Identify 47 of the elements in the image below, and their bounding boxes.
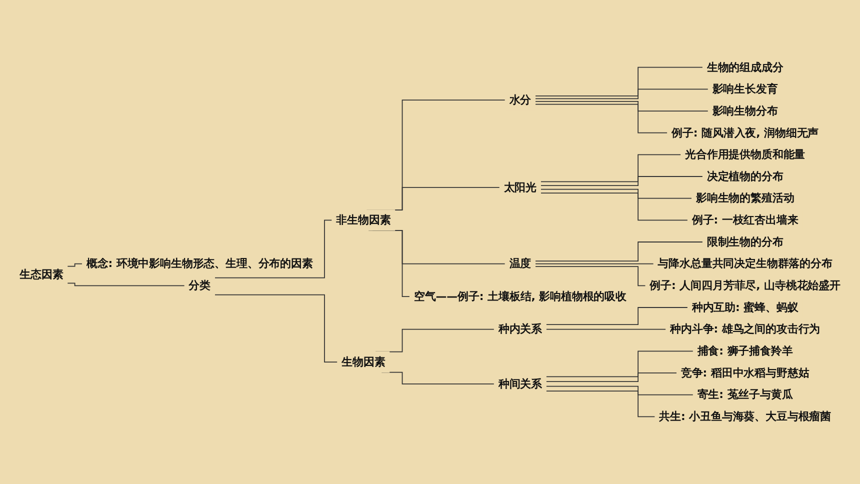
connector	[540, 192, 688, 221]
node-text: 种内斗争: 雄鸟之间的攻击行为	[670, 322, 820, 336]
connector	[546, 386, 694, 396]
node-text: 影响生物分布	[712, 104, 778, 118]
connector	[534, 266, 646, 286]
connector	[214, 220, 332, 278]
connector	[546, 307, 688, 325]
connector	[540, 154, 682, 182]
node-text: 水分	[509, 93, 532, 106]
node-text: 生物的组成成分	[706, 60, 784, 74]
node-text: 共生: 小丑鱼与海葵、大豆与根瘤菌	[659, 410, 832, 423]
node-text: 太阳光	[504, 180, 537, 194]
node-text: 空气——例子: 土壤板结, 影响植物根的吸收	[414, 290, 626, 303]
connector	[546, 390, 656, 418]
node-text: 与降水总量共同决定生物群落的分布	[658, 257, 832, 270]
connector	[534, 263, 654, 264]
node-text: 种内互助: 蜜蜂、蚂蚁	[692, 300, 798, 314]
node-text: 寄生: 菟丝子与黄瓜	[697, 388, 793, 401]
node-text: 例子: 一枝红杏出墙来	[692, 213, 798, 226]
connector	[534, 242, 704, 262]
node-text: 影响生长发育	[712, 82, 778, 96]
node-text: 限制生物的分布	[706, 235, 784, 248]
node-text: 决定植物的分布	[706, 170, 784, 183]
node-text: 光合作用提供物质和能量	[685, 148, 806, 161]
connector	[540, 188, 692, 199]
connector	[214, 294, 338, 363]
connector	[66, 282, 186, 286]
connector	[534, 66, 704, 96]
node-text: 温度	[509, 257, 532, 270]
node-text: 例子: 随风潜入夜, 润物细无声	[672, 126, 819, 139]
connector	[534, 88, 709, 100]
node-text: 例子: 人间四月芳菲尽, 山寺桃花始盛开	[650, 278, 840, 292]
node-text: 种内关系	[498, 322, 542, 336]
connector	[540, 176, 704, 186]
connector	[534, 101, 709, 112]
connector	[546, 372, 678, 382]
node-text: 影响生物的繁殖活动	[696, 192, 794, 204]
node-text: 种间关系	[498, 377, 542, 390]
connector	[546, 328, 666, 330]
node-text: 捕食: 狮子捕食羚羊	[697, 344, 793, 358]
node-text: 竞争: 稻田中水稻与野慈姑	[680, 366, 810, 380]
node-text: 生态因素	[20, 268, 64, 281]
connector	[546, 350, 694, 378]
node-text: 概念: 环境中影响生物形态、生理、分布的因素	[86, 257, 313, 270]
connector	[66, 263, 83, 267]
node-text: 分类	[188, 278, 211, 292]
connector	[534, 104, 668, 134]
